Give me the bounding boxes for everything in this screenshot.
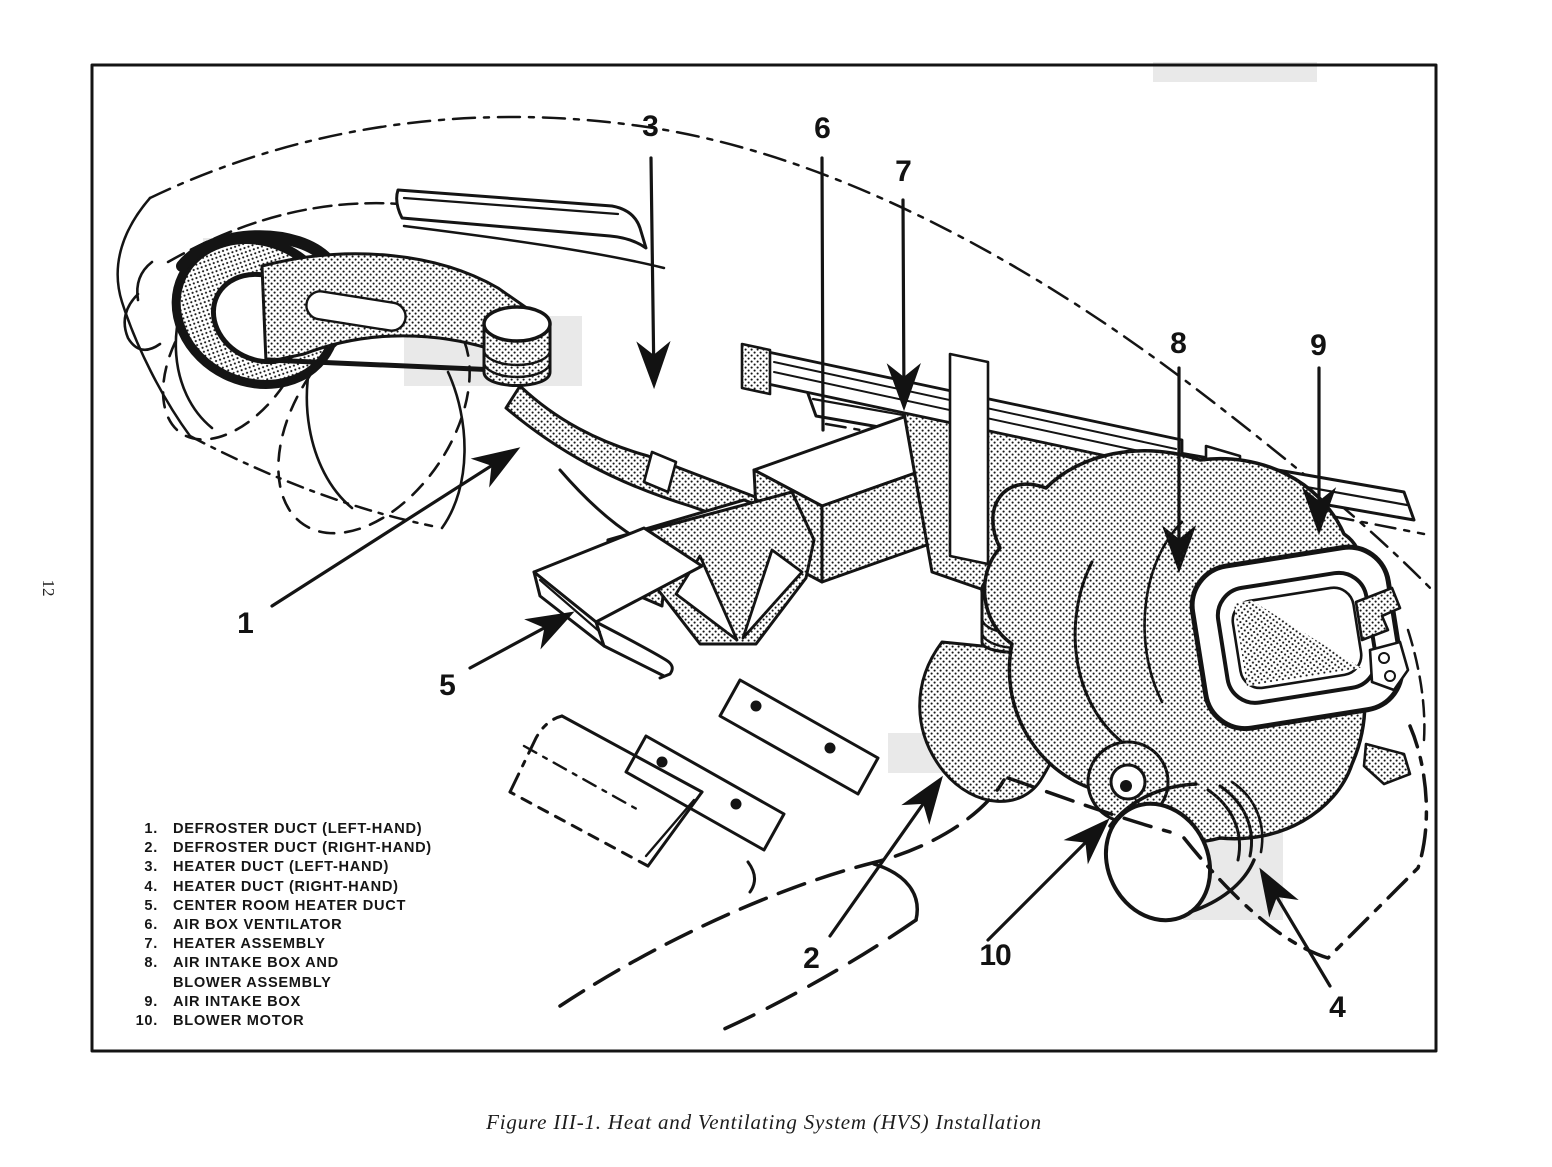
legend-item-number: 10. bbox=[135, 1013, 158, 1030]
legend-item-number: 1. bbox=[144, 821, 158, 837]
callout-leaders bbox=[270, 156, 1337, 988]
legend-item: 3. HEATER DUCT (LEFT-HAND) bbox=[128, 858, 432, 877]
callout-10: 10 bbox=[979, 939, 1011, 972]
callout-6: 6 bbox=[814, 112, 831, 145]
legend-item-number: 4. bbox=[144, 878, 158, 895]
legend-item: 6. AIR BOX VENTILATOR bbox=[128, 916, 432, 935]
legend-item-label: DEFROSTER DUCT (RIGHT-HAND) bbox=[173, 840, 432, 857]
intake-brackets bbox=[1354, 586, 1412, 786]
callout-3: 3 bbox=[642, 110, 659, 143]
figure-caption: Figure III-1. Heat and Ventilating Syste… bbox=[486, 1110, 1042, 1134]
duct-connector bbox=[482, 305, 552, 387]
legend-item-label: CENTER ROOM HEATER DUCT bbox=[173, 897, 407, 914]
legend-item: 5. CENTER ROOM HEATER DUCT bbox=[128, 897, 432, 916]
air-intake-box bbox=[1189, 544, 1405, 732]
center-room-heater-duct bbox=[532, 490, 816, 680]
page-number: 12 bbox=[39, 579, 58, 597]
mounting-brackets bbox=[624, 678, 880, 852]
callout-1: 1 bbox=[237, 607, 254, 640]
legend-item-number: 8. bbox=[144, 955, 158, 972]
defroster-slot-left bbox=[395, 188, 666, 270]
callout-5: 5 bbox=[439, 669, 456, 702]
floor-contour bbox=[558, 724, 1429, 1032]
leader-2 bbox=[828, 775, 943, 938]
legend-item-number: 6. bbox=[144, 917, 158, 934]
legend-item: 2. DEFROSTER DUCT (RIGHT-HAND) bbox=[128, 839, 432, 858]
legend-item-label: HEATER ASSEMBLY bbox=[173, 936, 326, 953]
legend-item-label: AIR INTAKE BOX bbox=[173, 993, 301, 1010]
console-panel bbox=[508, 714, 704, 868]
legend-item: 10. BLOWER MOTOR bbox=[128, 1012, 432, 1031]
legend-item-label: HEATER DUCT (LEFT-HAND) bbox=[173, 859, 390, 876]
leader-3 bbox=[636, 156, 671, 390]
leader-1 bbox=[270, 447, 521, 608]
legend-item: 7. HEATER ASSEMBLY bbox=[128, 935, 432, 954]
blower-motor bbox=[1103, 780, 1264, 923]
legend-item-number: 2. bbox=[144, 840, 158, 857]
leader-6 bbox=[820, 156, 825, 432]
legend-item: 9. AIR INTAKE BOX bbox=[128, 993, 432, 1012]
legend-item-number: 5. bbox=[144, 897, 158, 914]
figure-frame bbox=[90, 63, 1438, 1053]
callout-4: 4 bbox=[1329, 991, 1346, 1024]
legend-item: 1. DEFROSTER DUCT (LEFT-HAND) bbox=[128, 820, 432, 839]
leader-7 bbox=[886, 198, 921, 412]
legend-item-label: AIR BOX VENTILATOR bbox=[173, 917, 343, 934]
legend-item-number: 3. bbox=[144, 859, 158, 876]
callout-2: 2 bbox=[803, 942, 820, 975]
legend-item-number: 7. bbox=[144, 936, 158, 953]
callout-7: 7 bbox=[895, 155, 912, 188]
callout-9: 9 bbox=[1310, 329, 1327, 362]
parts-legend: 1. DEFROSTER DUCT (LEFT-HAND) 2. DEFROSTER… bbox=[128, 820, 432, 1031]
callout-8: 8 bbox=[1170, 327, 1187, 360]
leader-4 bbox=[1259, 867, 1332, 988]
leader-5 bbox=[468, 611, 575, 670]
legend-item: 4. HEATER DUCT (RIGHT-HAND) bbox=[128, 878, 432, 897]
legend-item-number: 9. bbox=[144, 993, 158, 1010]
legend-item-label: HEATER DUCT (RIGHT-HAND) bbox=[173, 878, 399, 895]
legend-item-label: AIR INTAKE BOX AND BLOWER ASSEMBLY bbox=[173, 955, 339, 991]
legend-item-label: BLOWER MOTOR bbox=[173, 1013, 305, 1030]
leader-10 bbox=[986, 818, 1110, 942]
legend-item-label: DEFROSTER DUCT (LEFT-HAND) bbox=[173, 821, 423, 837]
legend-item: 8. AIR INTAKE BOX AND BLOWER ASSEMBLY bbox=[128, 954, 432, 992]
